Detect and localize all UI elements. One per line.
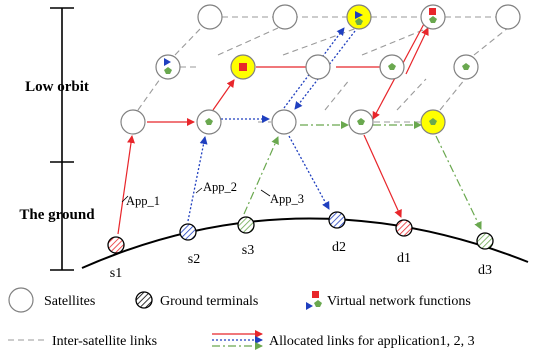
app1-leader bbox=[121, 195, 129, 203]
legend-terminal-icon bbox=[135, 291, 153, 309]
legend-terminals-label: Ground terminals bbox=[160, 294, 258, 309]
satellite bbox=[197, 4, 223, 30]
green-pentagon-icon bbox=[429, 16, 437, 23]
red-square-icon bbox=[239, 63, 247, 71]
terminal-label-s3: s3 bbox=[242, 243, 254, 258]
satellites bbox=[120, 4, 521, 135]
app3-path bbox=[243, 121, 482, 230]
green-pentagon-icon bbox=[164, 67, 172, 74]
satellite bbox=[272, 4, 298, 30]
legend-vnf-label: Virtual network functions bbox=[327, 294, 471, 309]
ground-terminals bbox=[107, 211, 494, 254]
app3-label: App_3 bbox=[270, 192, 304, 206]
ground-arc bbox=[81, 217, 529, 269]
satellite bbox=[305, 54, 331, 80]
green-pentagon-icon bbox=[205, 118, 213, 125]
satellite bbox=[495, 4, 521, 30]
blue-triangle-icon bbox=[355, 11, 363, 19]
legend-satellites-label: Satellites bbox=[44, 294, 95, 309]
green-pentagon-icon bbox=[462, 63, 470, 70]
terminal-label-s1: s1 bbox=[110, 266, 122, 281]
terminal-label-s2: s2 bbox=[188, 252, 200, 267]
app3-leader bbox=[260, 189, 271, 197]
vnf-markers bbox=[164, 8, 470, 125]
terminal-label-d2: d2 bbox=[332, 240, 346, 255]
terminal-d1 bbox=[395, 219, 413, 237]
app1-label: App_1 bbox=[126, 194, 160, 208]
ground-label: The ground bbox=[19, 207, 95, 223]
app2-leader bbox=[195, 187, 203, 194]
legend-satellite-icon bbox=[8, 287, 34, 313]
region-scale-bar bbox=[50, 7, 74, 271]
satellite bbox=[271, 109, 297, 135]
green-pentagon-icon bbox=[388, 63, 396, 70]
satellite bbox=[120, 109, 146, 135]
legend-green-pentagon-icon bbox=[314, 300, 322, 307]
green-pentagon-icon bbox=[429, 118, 437, 125]
red-square-icon bbox=[429, 8, 436, 15]
blue-triangle-icon bbox=[164, 58, 171, 66]
terminal-s2 bbox=[179, 223, 197, 241]
legend-isl-label: Inter-satellite links bbox=[52, 334, 157, 349]
legend-blue-triangle-icon bbox=[306, 302, 313, 310]
terminal-d3 bbox=[476, 232, 494, 250]
terminal-label-d1: d1 bbox=[397, 251, 411, 266]
terminal-label-d3: d3 bbox=[478, 263, 492, 278]
legend-red-square-icon bbox=[312, 291, 319, 298]
app2-label: App_2 bbox=[203, 180, 237, 194]
green-pentagon-icon bbox=[355, 18, 363, 25]
terminal-d2 bbox=[328, 211, 346, 229]
green-pentagon-icon bbox=[357, 118, 365, 125]
terminal-s1 bbox=[107, 236, 125, 254]
terminal-s3 bbox=[237, 216, 255, 234]
low-orbit-label: Low orbit bbox=[25, 79, 89, 95]
legend: Satellites Ground terminals Virtual netw… bbox=[8, 287, 475, 350]
legend-allocated-label: Allocated links for application1, 2, 3 bbox=[269, 334, 475, 349]
